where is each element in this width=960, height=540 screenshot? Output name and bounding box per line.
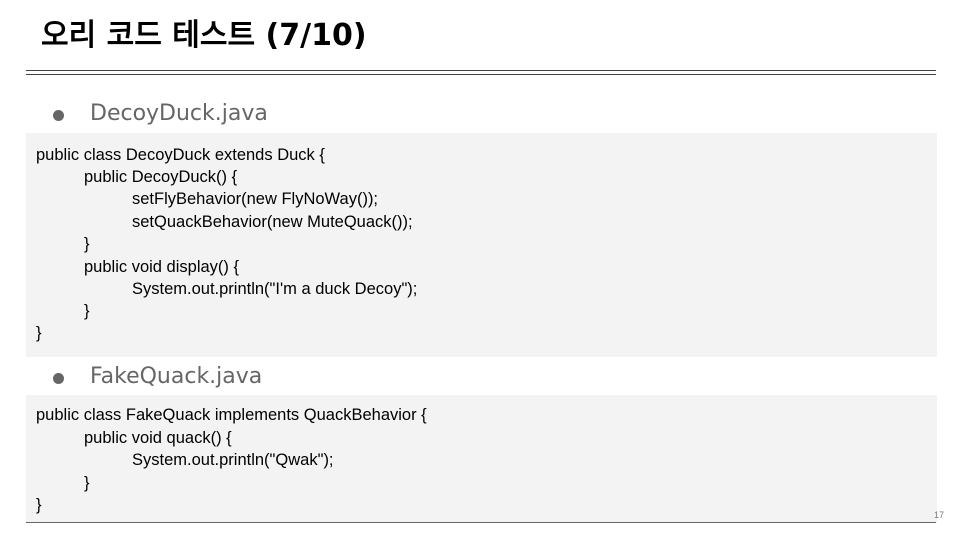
file-name-decoyduck: DecoyDuck.java (90, 101, 268, 126)
code-line: public DecoyDuck() { (84, 168, 238, 186)
code-line: } (84, 235, 90, 253)
bullet-icon (53, 110, 64, 121)
file-name-fakequack: FakeQuack.java (90, 364, 263, 389)
title-divider-bottom (26, 74, 936, 75)
code-line: public void display() { (84, 258, 239, 276)
code-line: public class DecoyDuck extends Duck { (36, 146, 325, 164)
page-number: 17 (934, 510, 945, 520)
code-line: } (84, 302, 90, 320)
code-line: public class FakeQuack implements QuackB… (36, 406, 427, 424)
bullet-icon (53, 373, 64, 384)
code-line: } (84, 474, 90, 492)
code-line: public void quack() { (84, 429, 232, 447)
code-line: System.out.println("Qwak"); (132, 451, 334, 469)
code-line: setQuackBehavior(new MuteQuack()); (132, 213, 413, 231)
code-block-decoyduck: public class DecoyDuck extends Duck { pu… (26, 133, 937, 357)
code-line: } (36, 324, 42, 342)
code-line: System.out.println("I'm a duck Decoy"); (132, 280, 418, 298)
title-divider-top (26, 70, 936, 71)
code-line: } (36, 496, 42, 514)
slide-title: 오리 코드 테스트 (7/10) (41, 18, 367, 53)
footer-divider (26, 522, 936, 523)
code-line: setFlyBehavior(new FlyNoWay()); (132, 190, 379, 208)
code-block-fakequack: public class FakeQuack implements QuackB… (26, 395, 937, 522)
